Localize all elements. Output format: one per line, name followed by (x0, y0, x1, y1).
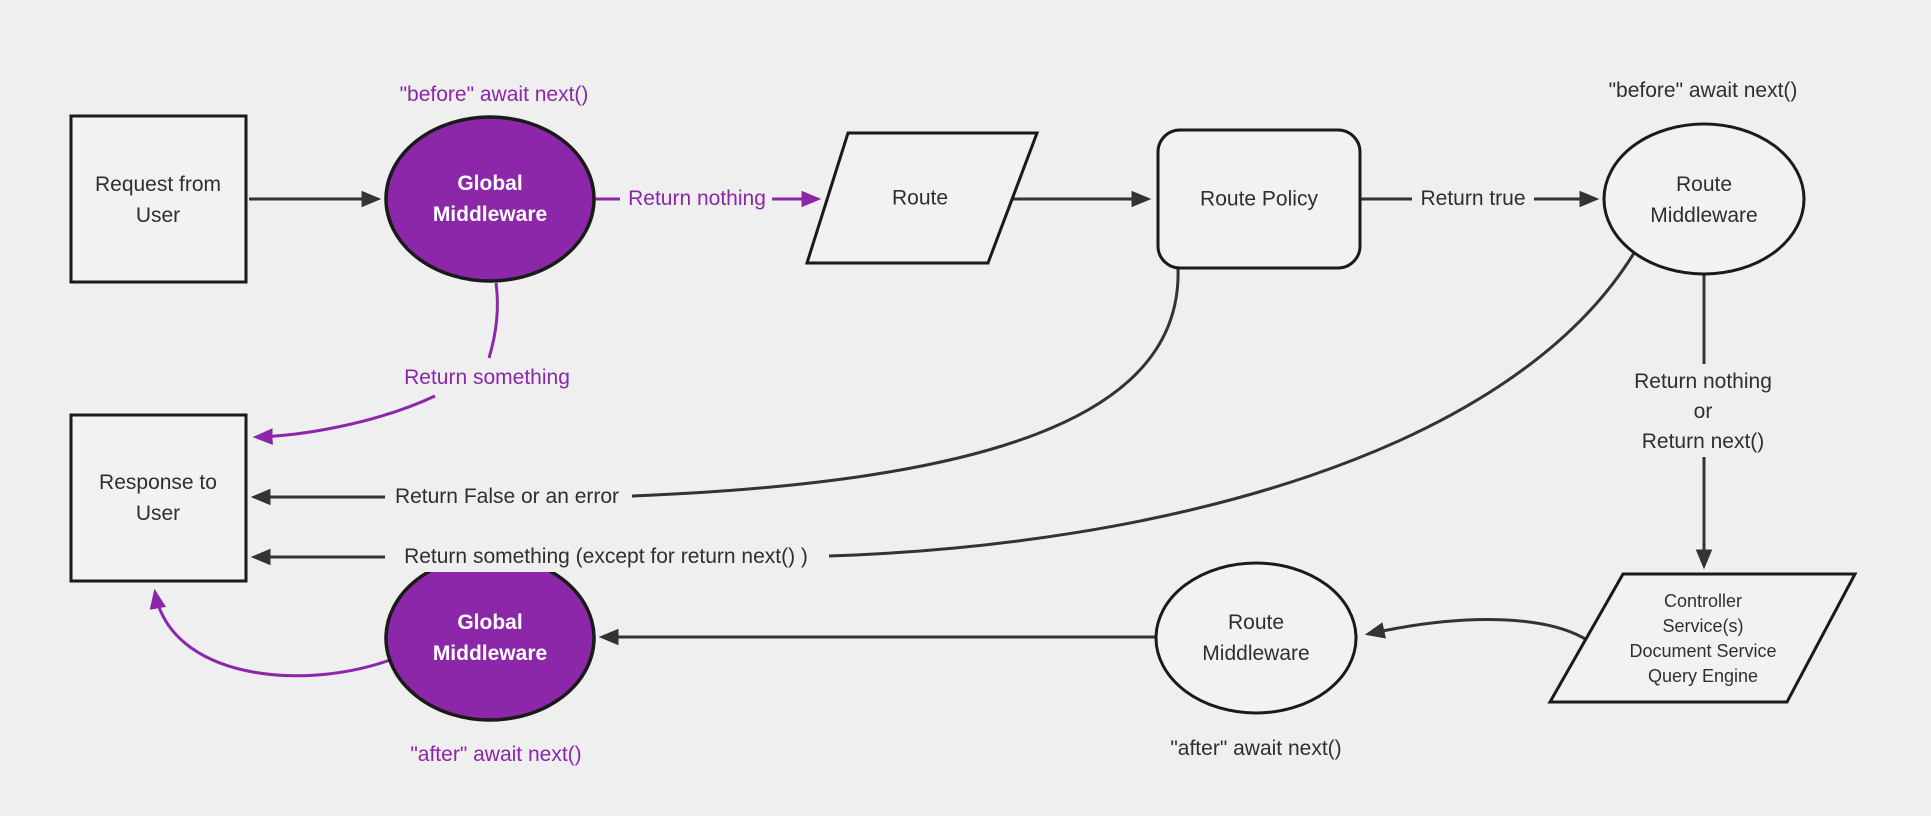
edge-global-middleware-to-label-return-something (487, 282, 499, 359)
request-node-shape (69, 114, 248, 284)
edge-controller-to-route-middleware-out (1364, 618, 1588, 642)
controller-node-shape (1547, 572, 1858, 704)
route-middleware-in-node-shape (1602, 122, 1806, 276)
route-middleware-out-node-shape (1154, 561, 1358, 715)
route-policy-node-shape (1156, 128, 1362, 270)
route-node-shape (804, 131, 1040, 265)
edge-global-middleware-out-to-response (149, 588, 391, 678)
edge-route-middleware-to-label-return-something-except (828, 252, 1636, 558)
edge-label-return-something-to-response (252, 394, 436, 445)
global-middleware-in-node-shape (384, 115, 596, 283)
response-node-shape (69, 413, 248, 583)
global-middleware-out-node-shape (384, 554, 596, 722)
edge-route-policy-to-label-return-false (631, 267, 1180, 498)
